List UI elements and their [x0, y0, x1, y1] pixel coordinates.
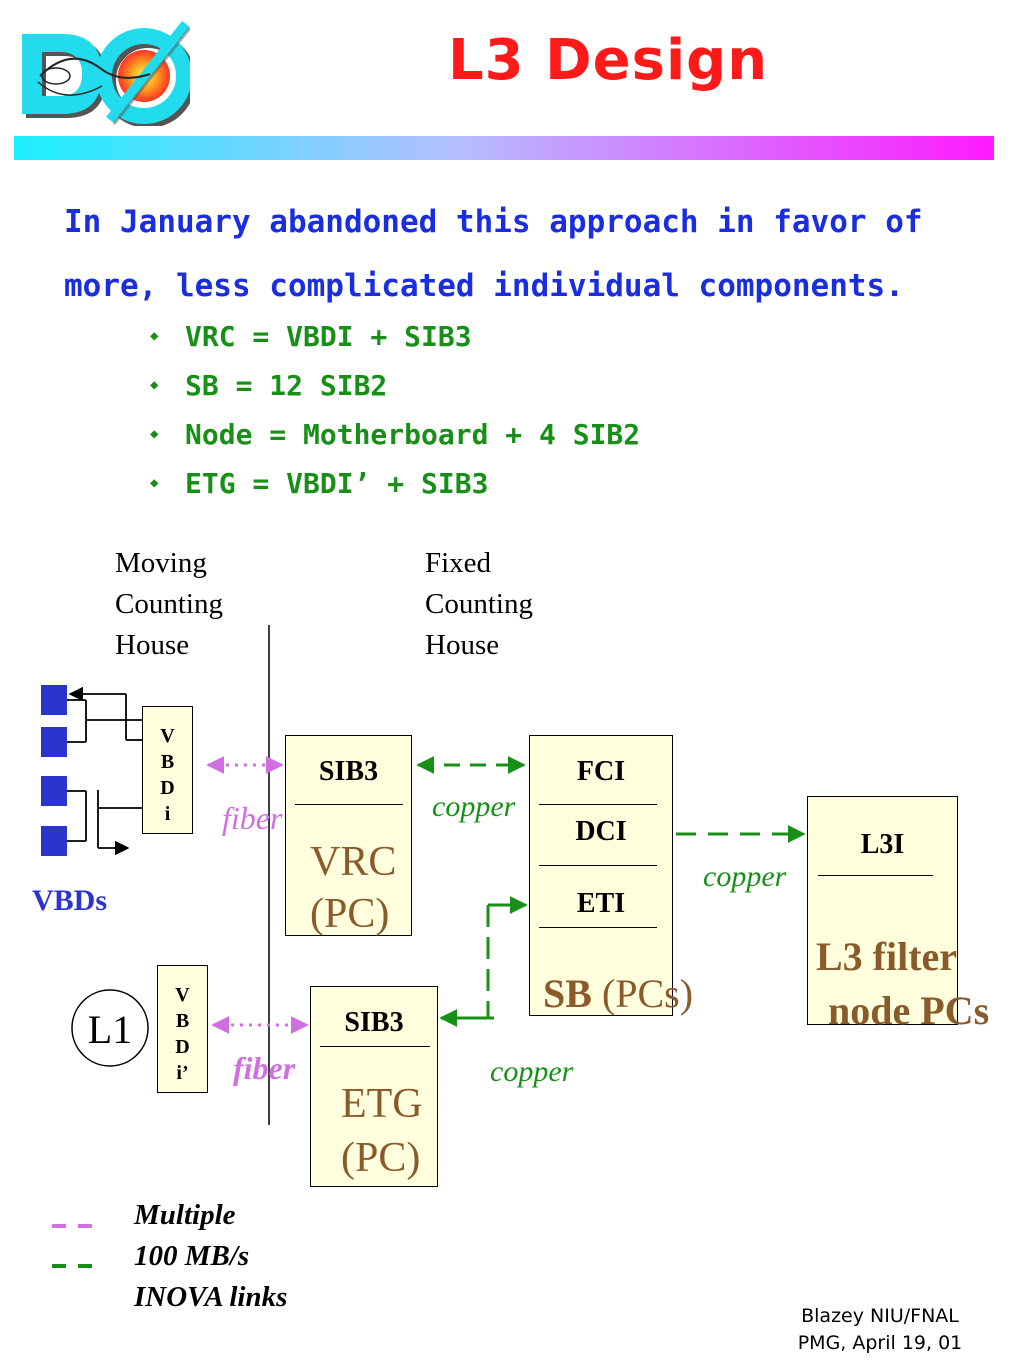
fixed-counting-house-label: Fixed Counting House	[425, 547, 533, 661]
etg-pc-label: ETG (PC)	[341, 1081, 423, 1181]
diamond-bullet-icon: ◆	[150, 475, 159, 491]
etg-box: SIB3 ETG (PC)	[310, 986, 438, 1187]
bullet-list: ◆ VRC = VBDI + SIB3 ◆ SB = 12 SIB2 ◆ Nod…	[150, 312, 640, 508]
vbdi-prime-box: V B D i’	[157, 965, 208, 1093]
list-item: ◆ ETG = VBDI’ + SIB3	[150, 459, 640, 508]
sb-dci-label: DCI	[575, 816, 627, 847]
sb-fci-label: FCI	[576, 756, 626, 787]
slide-footer: Blazey NIU/FNAL PMG, April 19, 01	[797, 1305, 963, 1354]
l1-label: L1	[87, 1007, 133, 1052]
legend-text: Multiple 100 MB/s INOVA links	[134, 1199, 288, 1313]
vrc-pc-label: VRC (PC)	[310, 839, 397, 937]
l3-filter-node-label: L3 filter node PCs	[816, 934, 990, 1033]
title-divider-bar	[14, 136, 994, 160]
moving-counting-house-label: Moving Counting House	[115, 547, 223, 661]
d0-logo-icon	[22, 20, 190, 126]
vbdi-box: V B D i	[142, 706, 193, 834]
list-item: ◆ VRC = VBDI + SIB3	[150, 312, 640, 361]
diamond-bullet-icon: ◆	[150, 426, 159, 442]
vrc-box: SIB3 VRC (PC)	[285, 735, 412, 937]
vbd-wiring	[67, 694, 142, 848]
diamond-bullet-icon: ◆	[150, 328, 159, 344]
vbd-square	[41, 727, 67, 757]
sb-box: FCI DCI ETI	[529, 735, 673, 1016]
vbds-label: VBDs	[32, 884, 108, 917]
vrc-sib3-label: SIB3	[318, 756, 379, 787]
l3i-label: L3I	[860, 829, 905, 860]
l3-box: L3I	[807, 796, 958, 1025]
copper-label: copper	[432, 790, 516, 823]
copper-label: copper	[703, 860, 787, 893]
diamond-bullet-icon: ◆	[150, 377, 159, 393]
etg-sib3-label: SIB3	[344, 1007, 404, 1038]
vbd-square	[41, 685, 67, 715]
copper-label: copper	[490, 1055, 574, 1088]
fiber-label: fiber	[233, 1050, 296, 1086]
slide-title: L3 Design	[448, 28, 769, 93]
sb-pcs-label: SB (PCs)	[543, 971, 694, 1016]
vbd-square	[41, 826, 67, 856]
l1-circle	[71, 989, 149, 1067]
list-item: ◆ SB = 12 SIB2	[150, 361, 640, 410]
intro-text: In January abandoned this approach in fa…	[64, 204, 923, 304]
fiber-label: fiber	[222, 800, 283, 836]
vbd-square	[41, 776, 67, 806]
sb-eti-label: ETI	[576, 888, 626, 919]
list-item: ◆ Node = Motherboard + 4 SIB2	[150, 410, 640, 459]
